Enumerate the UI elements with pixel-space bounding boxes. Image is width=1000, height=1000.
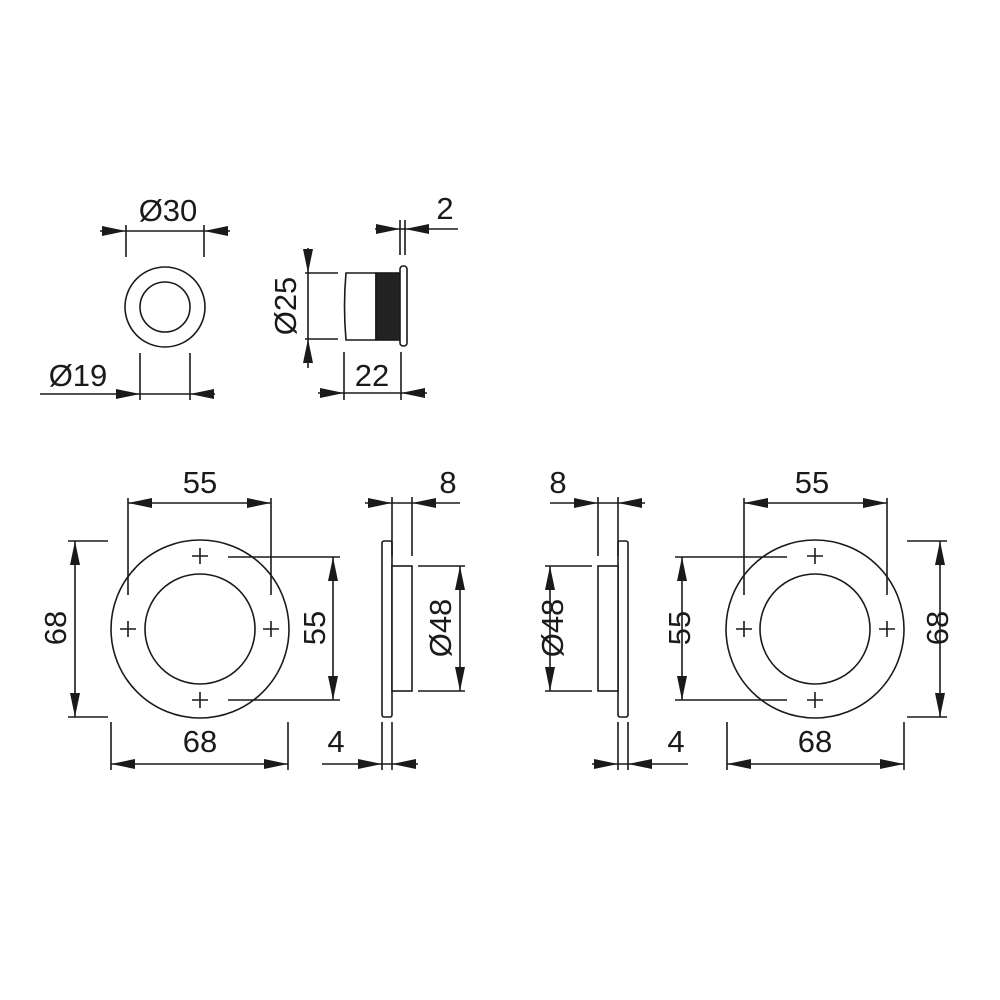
screw-hole-marks xyxy=(736,548,895,708)
dimension-arrowhead xyxy=(545,667,555,691)
dimension-arrowhead xyxy=(190,389,214,399)
rose-inner-circle xyxy=(144,573,256,685)
dimension-arrowhead xyxy=(70,541,80,565)
dimension-arrowhead xyxy=(412,498,436,508)
dim-label-2: 2 xyxy=(436,191,453,226)
dim-lines-8 xyxy=(365,497,460,556)
dimension-arrowhead xyxy=(128,498,152,508)
dim-label-22: 22 xyxy=(355,358,389,393)
dimension-arrowhead xyxy=(70,693,80,717)
rose-boss xyxy=(391,565,413,692)
dim-label-55-h: 55 xyxy=(795,465,829,500)
dimension-arrowhead xyxy=(247,498,271,508)
dim-label-68-h: 68 xyxy=(183,724,217,759)
dim-label-o30: Ø30 xyxy=(139,193,198,228)
dim-lines-68-h xyxy=(110,722,289,770)
rose-right xyxy=(545,497,947,770)
dimension-arrowhead xyxy=(455,667,465,691)
dimension-arrowhead xyxy=(618,498,642,508)
dim-label-55-h: 55 xyxy=(183,465,217,500)
dimension-arrowhead xyxy=(102,226,126,236)
dimension-arrowhead xyxy=(727,759,751,769)
dim-lines-55-h xyxy=(127,498,272,595)
dimension-arrowhead xyxy=(401,388,425,398)
dim-label-55-v: 55 xyxy=(297,611,332,645)
dimension-arrowhead xyxy=(303,339,313,363)
dimension-arrowhead xyxy=(368,498,392,508)
dimension-arrowhead xyxy=(328,676,338,700)
rose-left xyxy=(68,497,465,770)
dimension-arrowhead xyxy=(574,498,598,508)
dimension-arrowhead xyxy=(628,759,652,769)
knob-inner-circle xyxy=(139,281,191,333)
dimension-arrowhead xyxy=(880,759,904,769)
dimension-arrowhead xyxy=(204,226,228,236)
dimension-arrowhead xyxy=(328,557,338,581)
dim-label-4: 4 xyxy=(667,724,684,759)
rose-side-view xyxy=(545,497,688,770)
dimension-arrowhead xyxy=(111,759,135,769)
screw-hole-marks xyxy=(120,548,279,708)
knob-grip xyxy=(375,272,401,341)
dim-label-o48: Ø48 xyxy=(423,599,458,658)
dimension-arrowhead xyxy=(935,541,945,565)
dimension-arrowhead xyxy=(392,759,416,769)
dimension-arrowhead xyxy=(863,498,887,508)
dim-label-8: 8 xyxy=(549,465,566,500)
dim-lines-68-v xyxy=(907,540,947,718)
dimension-arrowhead xyxy=(545,566,555,590)
rose-outer-circle xyxy=(110,539,290,719)
dimension-arrowhead xyxy=(594,759,618,769)
dimension-arrowhead xyxy=(116,389,140,399)
dim-label-8: 8 xyxy=(439,465,456,500)
dim-lines-55-h xyxy=(743,498,888,595)
dim-label-o48: Ø48 xyxy=(535,599,570,658)
knob-side-view xyxy=(305,220,458,400)
dim-label-4: 4 xyxy=(327,724,344,759)
dim-label-o25: Ø25 xyxy=(268,277,303,336)
rose-side-view xyxy=(322,497,465,770)
rose-boss xyxy=(597,565,619,692)
dimension-arrowhead xyxy=(677,557,687,581)
dim-label-55-v: 55 xyxy=(662,611,697,645)
dim-lines-68-v xyxy=(68,540,108,718)
rose-front-view xyxy=(675,498,947,770)
dim-label-68-v: 68 xyxy=(920,611,955,645)
rose-inner-circle xyxy=(759,573,871,685)
rose-plate xyxy=(617,540,629,718)
rose-plate xyxy=(381,540,393,718)
rose-outer-circle xyxy=(725,539,905,719)
rose-front-view xyxy=(68,498,340,770)
dimension-arrowhead xyxy=(358,759,382,769)
dimension-arrowhead xyxy=(303,249,313,273)
knob-shank xyxy=(343,272,377,341)
dimension-arrowhead xyxy=(320,388,344,398)
dimension-arrowhead xyxy=(264,759,288,769)
dimension-arrowhead xyxy=(405,224,429,234)
dimension-arrowhead xyxy=(935,693,945,717)
dimension-arrowhead xyxy=(376,224,400,234)
knob-outer-circle xyxy=(124,266,206,348)
dim-label-68-v: 68 xyxy=(38,611,73,645)
dimension-arrowhead xyxy=(744,498,768,508)
dim-lines-8 xyxy=(550,497,645,556)
knob-flange xyxy=(399,265,408,347)
dimension-arrowhead xyxy=(455,566,465,590)
dimension-arrowhead xyxy=(677,676,687,700)
dim-label-68-h: 68 xyxy=(798,724,832,759)
dim-lines-68-h xyxy=(726,722,905,770)
dim-label-o19: Ø19 xyxy=(49,358,108,393)
